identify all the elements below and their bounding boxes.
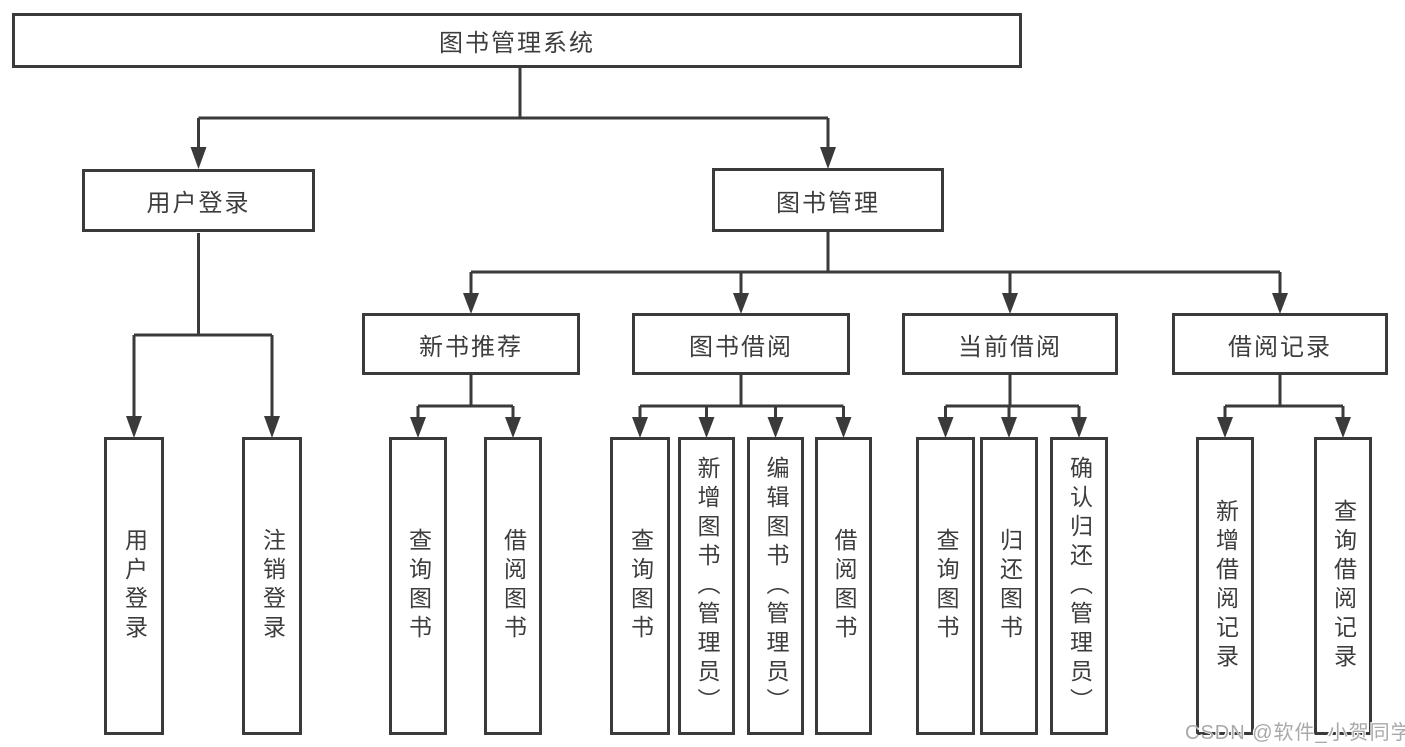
node-book-borrowing: 图书借阅	[632, 313, 850, 375]
node-current-borrowing: 当前借阅	[902, 313, 1118, 375]
leaf-logout: 注销登录	[242, 437, 302, 735]
connector-new-book-recommendation-to-children	[410, 375, 521, 438]
connector-borrowing-records-to-children	[1217, 375, 1351, 438]
leaf-borrow-books: 借阅图书	[815, 437, 872, 735]
leaf-user-login: 用户登录	[104, 437, 164, 735]
node-borrowing-records: 借阅记录	[1172, 313, 1388, 375]
leaf-current-query-books: 查询图书	[916, 437, 975, 735]
leaf-add-books-admin: 新增图书（管理员）	[678, 437, 735, 735]
leaf-edit-books-admin: 编辑图书（管理员）	[747, 437, 804, 735]
node-library-management-system: 图书管理系统	[12, 13, 1022, 68]
connector-book-borrowing-to-children	[632, 375, 852, 438]
leaf-query-borrow-record: 查询借阅记录	[1314, 437, 1372, 735]
watermark-text: CSDN @软件_小贺同学	[1185, 722, 1405, 744]
node-book-management: 图书管理	[712, 168, 944, 232]
leaf-add-borrow-record: 新增借阅记录	[1196, 437, 1254, 735]
leaf-recommend-query-books: 查询图书	[389, 437, 447, 735]
leaf-borrow-query-books: 查询图书	[610, 437, 670, 735]
leaf-recommend-borrow-books: 借阅图书	[484, 437, 542, 735]
connector-root-to-level2	[190, 68, 836, 169]
node-new-book-recommendation: 新书推荐	[362, 313, 580, 375]
leaf-return-books: 归还图书	[980, 437, 1038, 735]
leaf-confirm-return-admin: 确认归还（管理员）	[1050, 437, 1108, 735]
node-user-login: 用户登录	[82, 169, 315, 232]
connector-book-management-to-level3	[463, 232, 1288, 314]
connector-current-borrowing-to-children	[937, 375, 1087, 438]
connector-user-login-to-children	[126, 233, 280, 438]
